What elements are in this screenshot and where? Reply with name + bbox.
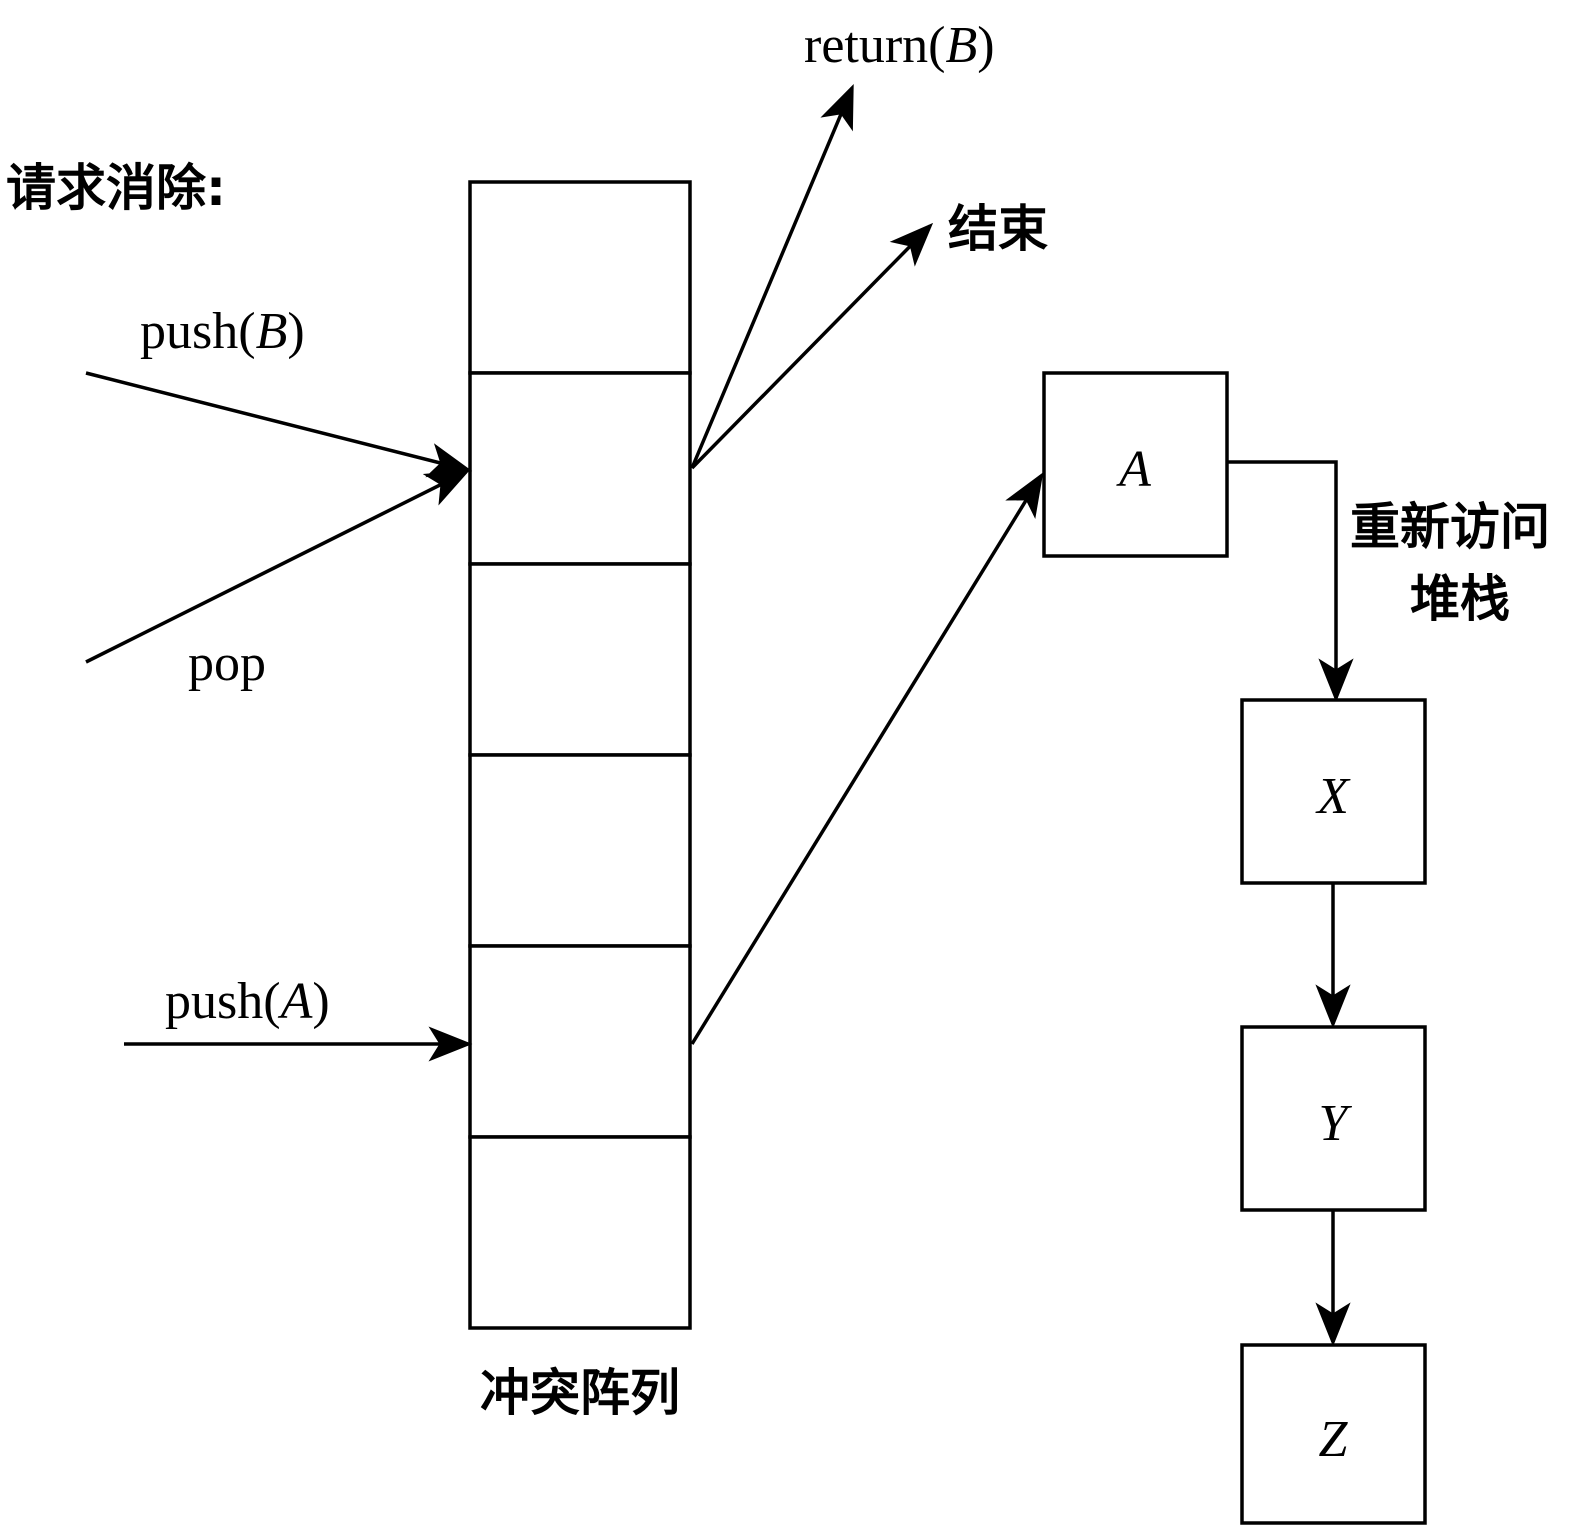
push-b-close: ) <box>287 303 304 360</box>
push-b-fn: push( <box>140 303 256 360</box>
request-title: 请求消除: <box>6 159 226 217</box>
conflict-array-cell <box>468 371 692 566</box>
push-a-fn: push( <box>165 973 281 1030</box>
stack-node-x-label: X <box>1315 768 1351 825</box>
return-b-arg: B <box>945 17 977 74</box>
pop-label: pop <box>188 635 266 692</box>
push-a-label: push(A) <box>165 973 330 1030</box>
conflict-array-cell <box>468 753 692 948</box>
return-b-close: ) <box>977 17 994 74</box>
conflict-array-cell <box>468 562 692 757</box>
pop-arrow <box>85 470 470 664</box>
conflict-array-cell <box>468 944 692 1139</box>
end-label: 结束 <box>948 200 1048 258</box>
push-a-close: ) <box>312 973 329 1030</box>
stack-node-y-label: Y <box>1319 1095 1353 1152</box>
push-b-arrow <box>85 371 473 478</box>
revisit-label-line1: 重新访问 <box>1350 498 1550 556</box>
stack-node-a-label: A <box>1116 441 1151 498</box>
stack-node-a <box>1042 371 1229 558</box>
stack-node-y <box>1240 1025 1427 1212</box>
array-to-stack-arrow <box>690 472 1044 1045</box>
stack-node-z-label: Z <box>1319 1411 1349 1468</box>
push-b-arg: B <box>256 303 288 360</box>
return-b-arrow <box>690 83 854 469</box>
conflict-array <box>468 180 692 1330</box>
return-b-label: return(B) <box>804 17 995 74</box>
revisit-label-line2: 堆栈 <box>1410 570 1510 628</box>
conflict-array-label: 冲突阵列 <box>480 1364 680 1422</box>
conflict-array-cell <box>468 1135 692 1330</box>
conflict-array-cell <box>468 180 692 375</box>
push-b-label: push(B) <box>140 303 305 360</box>
revisit-stack-arrow <box>1227 460 1354 703</box>
stack-node-z <box>1240 1343 1427 1525</box>
return-b-fn: return( <box>804 17 945 74</box>
stack-node-x <box>1240 698 1427 885</box>
end-arrow <box>690 222 934 470</box>
push-a-arg: A <box>278 973 313 1030</box>
